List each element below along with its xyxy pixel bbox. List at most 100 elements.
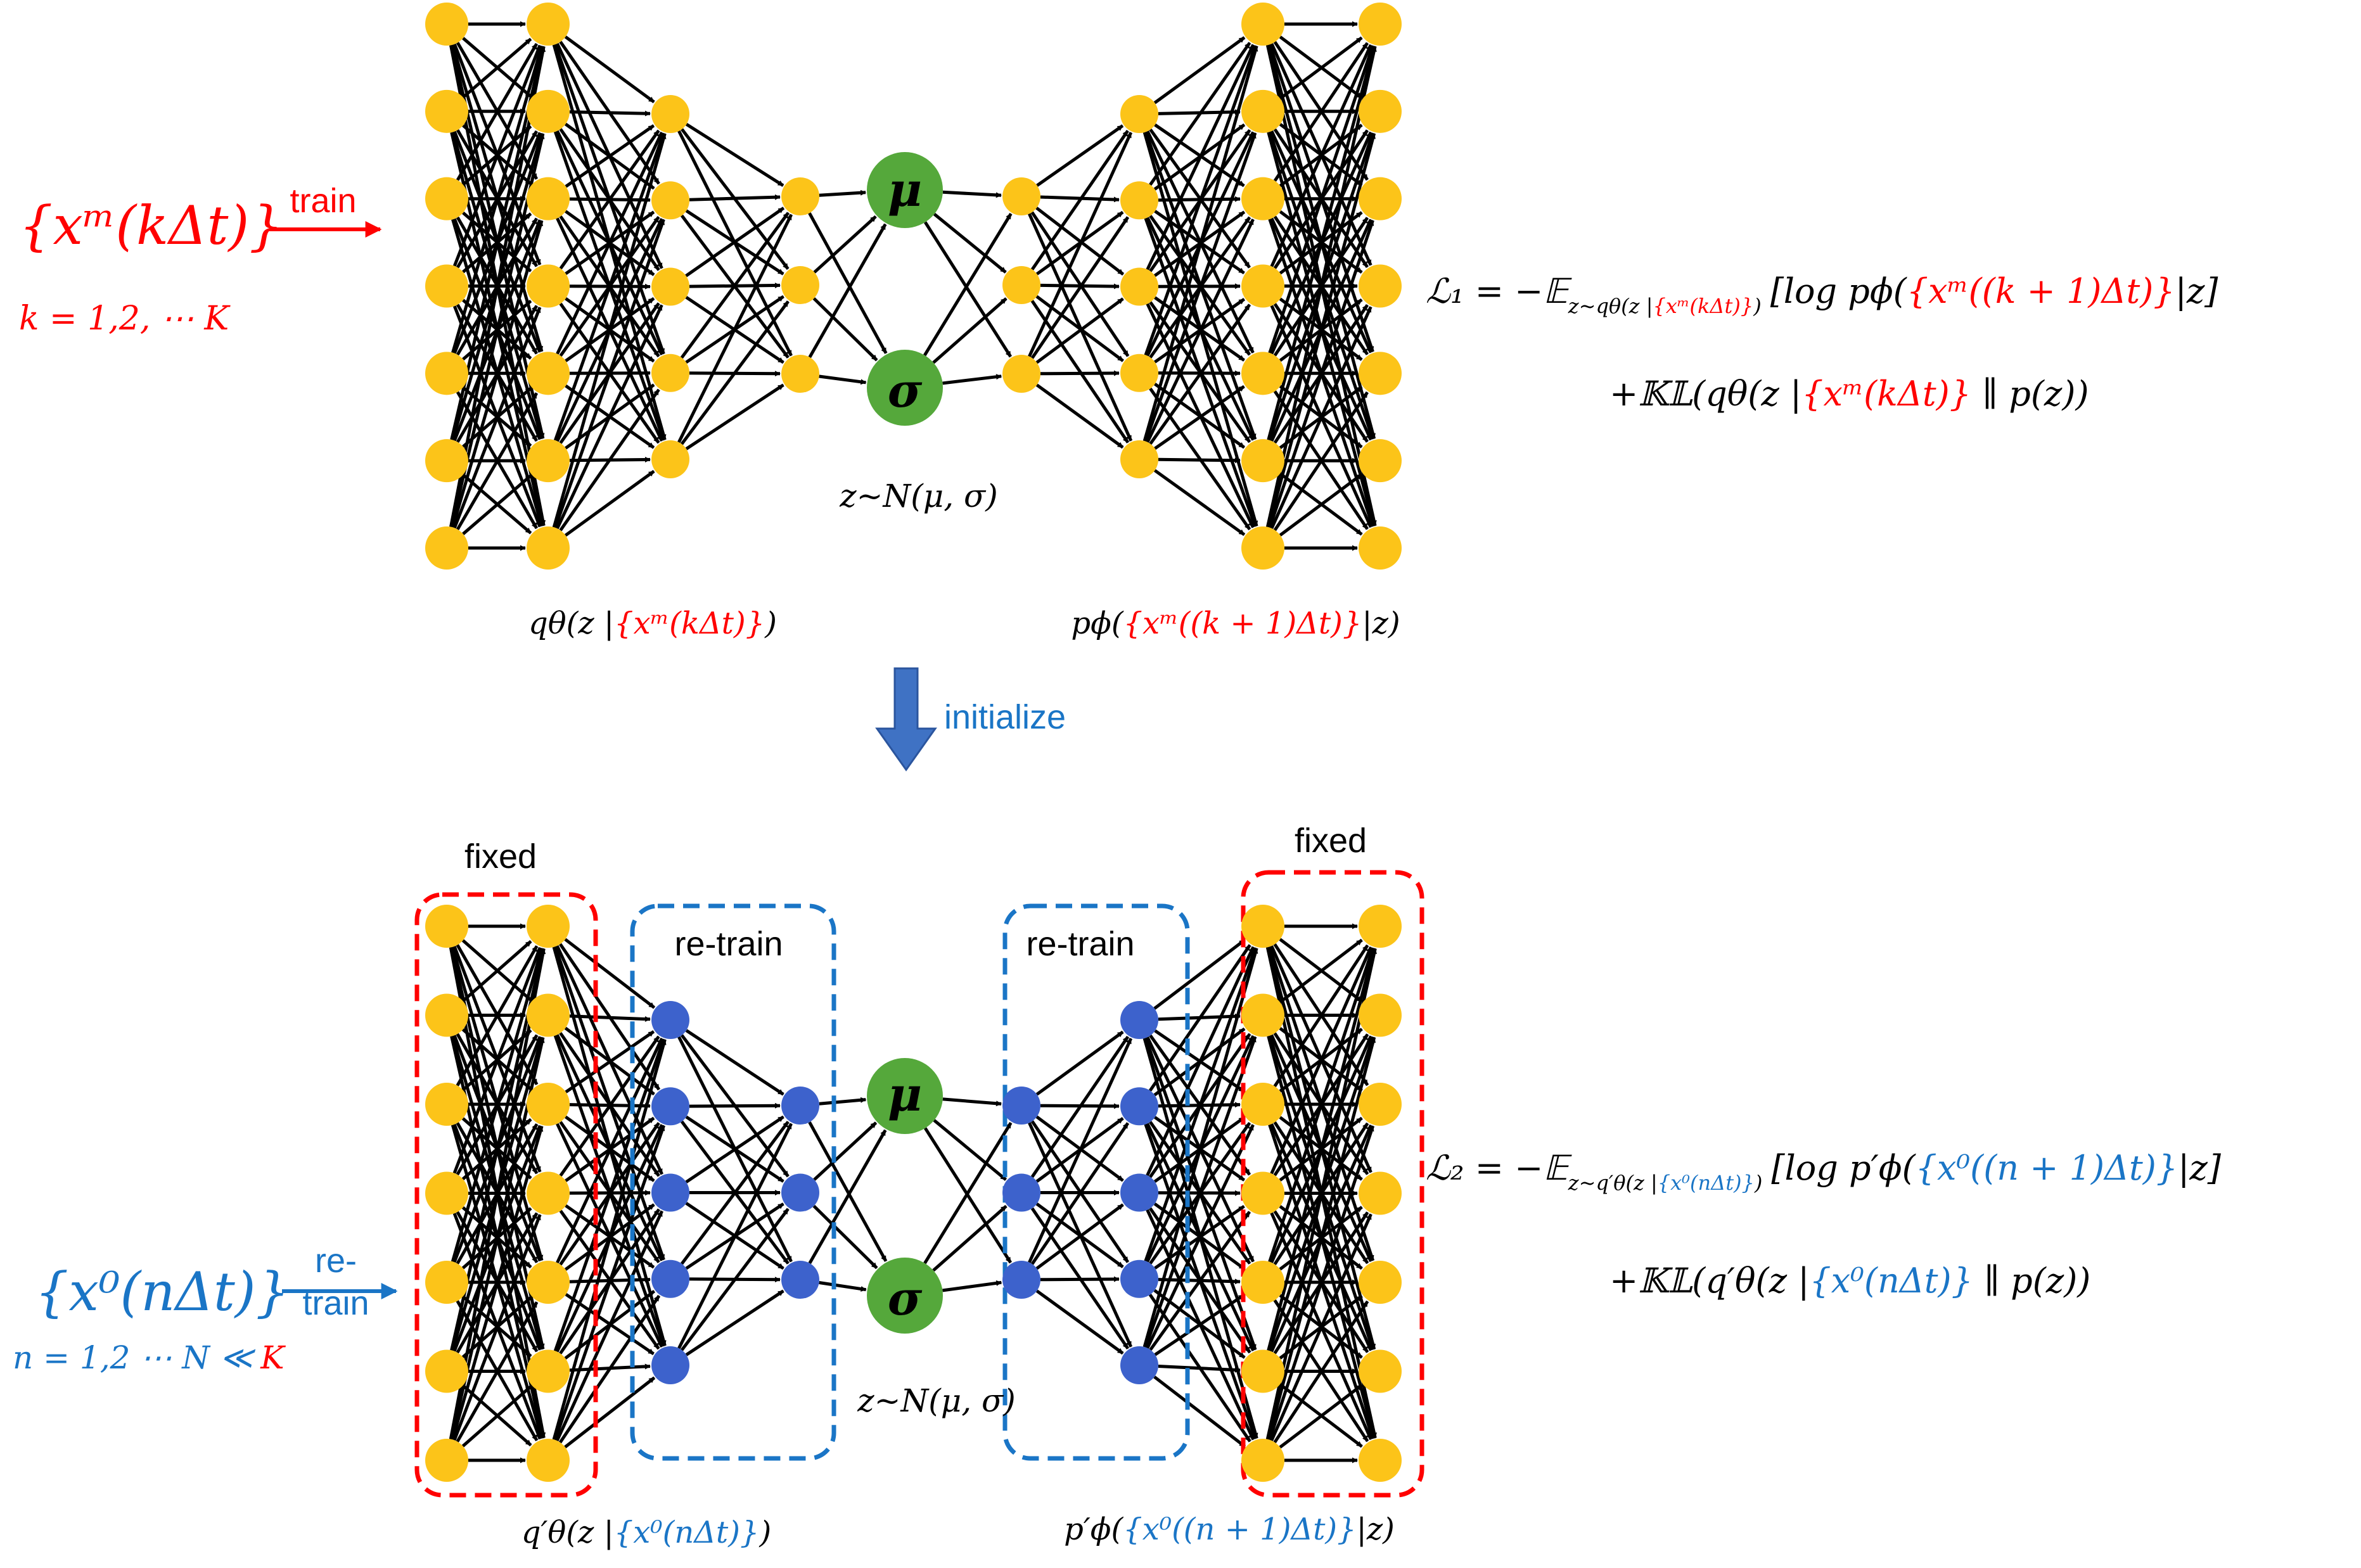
- bottom-edge: [1146, 1124, 1255, 1349]
- bottom-node: [527, 993, 570, 1037]
- top-edge: [677, 214, 793, 443]
- top-node: [527, 89, 570, 133]
- bottom-node: [1359, 993, 1402, 1037]
- bottom-edge: [461, 1385, 532, 1448]
- top-node: [527, 439, 570, 483]
- top-node: [1241, 3, 1284, 46]
- top-edge: [565, 124, 655, 188]
- fixed-label-left: fixed: [464, 838, 537, 876]
- bottom-node: [651, 1259, 689, 1298]
- bottom-edge: [552, 1038, 667, 1440]
- top-edge: [452, 307, 542, 529]
- top-edge: [933, 212, 1007, 274]
- top-edge: [1035, 207, 1125, 276]
- bottom-edge: [553, 1038, 665, 1352]
- bottom-node: [1241, 905, 1284, 948]
- bottom-node: [651, 1173, 689, 1212]
- bottom-edge: [1035, 1289, 1124, 1355]
- top-edge: [553, 132, 665, 441]
- top-input-set: {xᵐ(kΔt)}: [19, 194, 283, 257]
- top-edge: [1040, 370, 1120, 376]
- top-edge: [1030, 211, 1130, 357]
- bottom-edge: [1158, 1365, 1241, 1373]
- bottom-node: [1241, 1439, 1284, 1482]
- top-edge: [932, 297, 1008, 364]
- bottom-node: [425, 1083, 468, 1126]
- bottom-edge: [558, 1294, 661, 1444]
- bottom-node: [1359, 1439, 1402, 1482]
- top-node: [425, 177, 468, 220]
- bottom-edge: [942, 1097, 1002, 1107]
- bottom-edge: [1146, 946, 1255, 1176]
- bottom-node: [527, 1083, 570, 1126]
- top-node: [425, 439, 468, 483]
- top-edge: [1030, 216, 1130, 359]
- top-node: [1359, 439, 1402, 483]
- bottom-edge: [942, 1280, 1002, 1292]
- top-node: [1120, 181, 1158, 220]
- bottom-edge: [559, 1035, 660, 1177]
- top-edge: [1279, 473, 1363, 537]
- bottom-edge: [1279, 938, 1363, 1004]
- bottom-edge: [1035, 1203, 1124, 1270]
- top-node: [527, 264, 570, 308]
- bottom-node: [527, 1171, 570, 1215]
- bottom-edge: [819, 1097, 867, 1106]
- top-z-dist: z~N(μ, σ): [839, 478, 997, 514]
- bottom-edge: [452, 1214, 542, 1441]
- top-edge: [1273, 42, 1369, 182]
- top-edge: [1035, 383, 1124, 449]
- bottom-edge: [808, 1129, 887, 1265]
- top-edge: [1154, 385, 1245, 450]
- bottom-edge: [461, 940, 532, 1002]
- top-edge: [819, 189, 866, 197]
- top-node: [1359, 3, 1402, 46]
- bottom-node: [867, 1058, 943, 1134]
- top-node: [1359, 89, 1402, 133]
- bottom-node: [1241, 993, 1284, 1037]
- top-node: [1241, 89, 1284, 133]
- bottom-edge: [1030, 1035, 1130, 1178]
- retrain-box-right: [1002, 903, 1190, 1461]
- bottom-node: [1241, 1083, 1284, 1126]
- bottom-edge: [1270, 946, 1372, 1175]
- top-edge: [449, 46, 546, 528]
- top-edge: [813, 215, 877, 274]
- bottom-node: [781, 1087, 819, 1125]
- top-edge: [556, 304, 663, 530]
- top-edge: [1149, 42, 1251, 186]
- bottom-node: [1241, 1171, 1284, 1215]
- fixed-box-right: [1241, 870, 1424, 1498]
- bottom-edge: [933, 1119, 1007, 1182]
- bottom-node: [527, 1349, 570, 1393]
- retrain-label-left: re-train: [674, 925, 783, 963]
- bottom-edge: [1142, 947, 1258, 1348]
- bottom-edge: [812, 1204, 878, 1270]
- top-edge: [452, 44, 542, 267]
- bottom-edge: [1148, 944, 1251, 1092]
- top-edge: [559, 388, 660, 532]
- bottom-edge: [565, 1030, 655, 1093]
- bottom-edge: [677, 1123, 793, 1349]
- top-edge: [456, 42, 539, 181]
- top-node: [651, 440, 689, 478]
- top-node: [781, 177, 819, 215]
- top-edge: [1030, 129, 1129, 271]
- top-k-range: k = 1,2, ⋯ K: [19, 300, 231, 338]
- top-edge: [812, 297, 878, 362]
- bottom-edge: [452, 947, 542, 1174]
- bottom-edge: [1030, 1122, 1130, 1265]
- top-node: [1120, 267, 1158, 306]
- retrain-label-right: re-train: [1026, 925, 1134, 963]
- bottom-node: [527, 1261, 570, 1304]
- bottom-edge: [1270, 1213, 1372, 1441]
- top-node: [1359, 526, 1402, 570]
- top-node: [1120, 354, 1158, 392]
- bottom-edge: [1273, 1300, 1369, 1443]
- top-node: [1241, 264, 1284, 308]
- bottom-loss-line-2: +𝕂𝕃(q′θ(z |{x⁰(nΔt)} ∥ p(z)): [1609, 1261, 2090, 1301]
- bottom-node: [1120, 1001, 1158, 1039]
- top-node: [1359, 352, 1402, 395]
- bottom-mu-label: μ: [888, 1068, 922, 1122]
- bottom-edge: [1144, 947, 1257, 1262]
